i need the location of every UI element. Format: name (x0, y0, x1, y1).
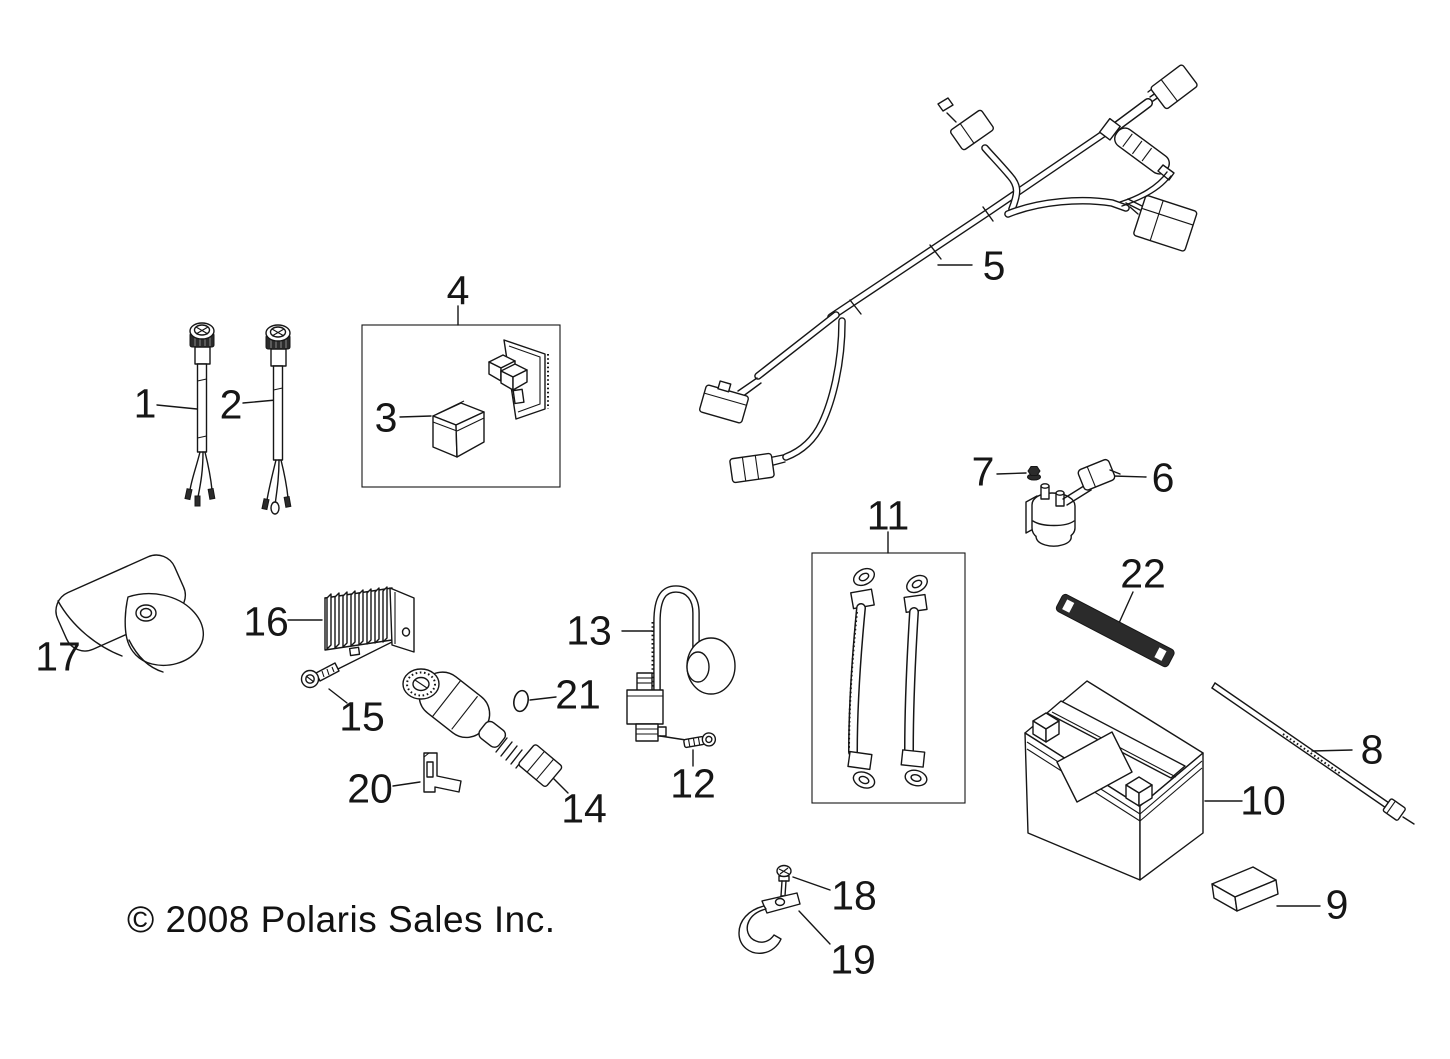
callout-13: 13 (566, 607, 612, 654)
part-drawing-13-ignition-coil (626, 585, 736, 742)
part-drawing-19-clamp (738, 892, 801, 954)
part-drawing-2-switch-cable (261, 324, 292, 515)
callout-16: 16 (243, 598, 289, 645)
callout-21: 21 (555, 671, 601, 718)
callout-17: 17 (35, 633, 81, 680)
callout-11: 11 (866, 492, 910, 539)
part-drawing-10-battery (1024, 680, 1204, 881)
part-drawing-11-cable-kit-box (811, 552, 966, 804)
callout-3: 3 (374, 394, 398, 441)
copyright-text: © 2008 Polaris Sales Inc. (127, 899, 556, 940)
callout-22: 22 (1120, 550, 1166, 597)
part-drawing-15-bolt (300, 636, 403, 689)
callout-5: 5 (982, 242, 1006, 289)
callout-19: 19 (830, 936, 876, 983)
part-drawing-12-screw (683, 732, 717, 749)
callout-10: 10 (1240, 777, 1286, 824)
part-drawing-3-relay (432, 400, 485, 458)
part-drawing-9-block (1211, 866, 1279, 912)
callout-4: 4 (446, 267, 470, 314)
part-drawing-6-solenoid (1025, 458, 1121, 547)
part-drawing-7-nut (1027, 466, 1041, 481)
callout-18: 18 (831, 872, 877, 919)
part-drawing-flasher (488, 339, 549, 420)
part-drawing-20-bracket (423, 752, 462, 793)
leader-lines (86, 264, 1353, 945)
part-drawing-8-cable-tie (1211, 682, 1415, 825)
callout-2: 2 (219, 381, 243, 428)
callout-15: 15 (339, 693, 385, 740)
part-drawing-5-wiring-harness (699, 64, 1198, 484)
part-drawing-1-switch-cable (184, 322, 216, 507)
callout-6: 6 (1151, 454, 1175, 501)
part-drawing-21-o-ring (513, 689, 529, 713)
callout-14: 14 (561, 785, 607, 832)
part-drawing-16-regulator (324, 586, 415, 657)
part-drawing-14-ignition-switch (402, 668, 563, 788)
callout-8: 8 (1360, 726, 1384, 773)
part-drawing-17-cover (55, 554, 204, 673)
callout-9: 9 (1325, 881, 1349, 928)
callout-1: 1 (133, 380, 157, 427)
part-drawing-4-kit-box (361, 324, 561, 488)
callout-12: 12 (670, 760, 716, 807)
callout-7: 7 (971, 448, 995, 495)
part-drawing-22-strap (1055, 593, 1175, 668)
callout-20: 20 (347, 765, 393, 812)
